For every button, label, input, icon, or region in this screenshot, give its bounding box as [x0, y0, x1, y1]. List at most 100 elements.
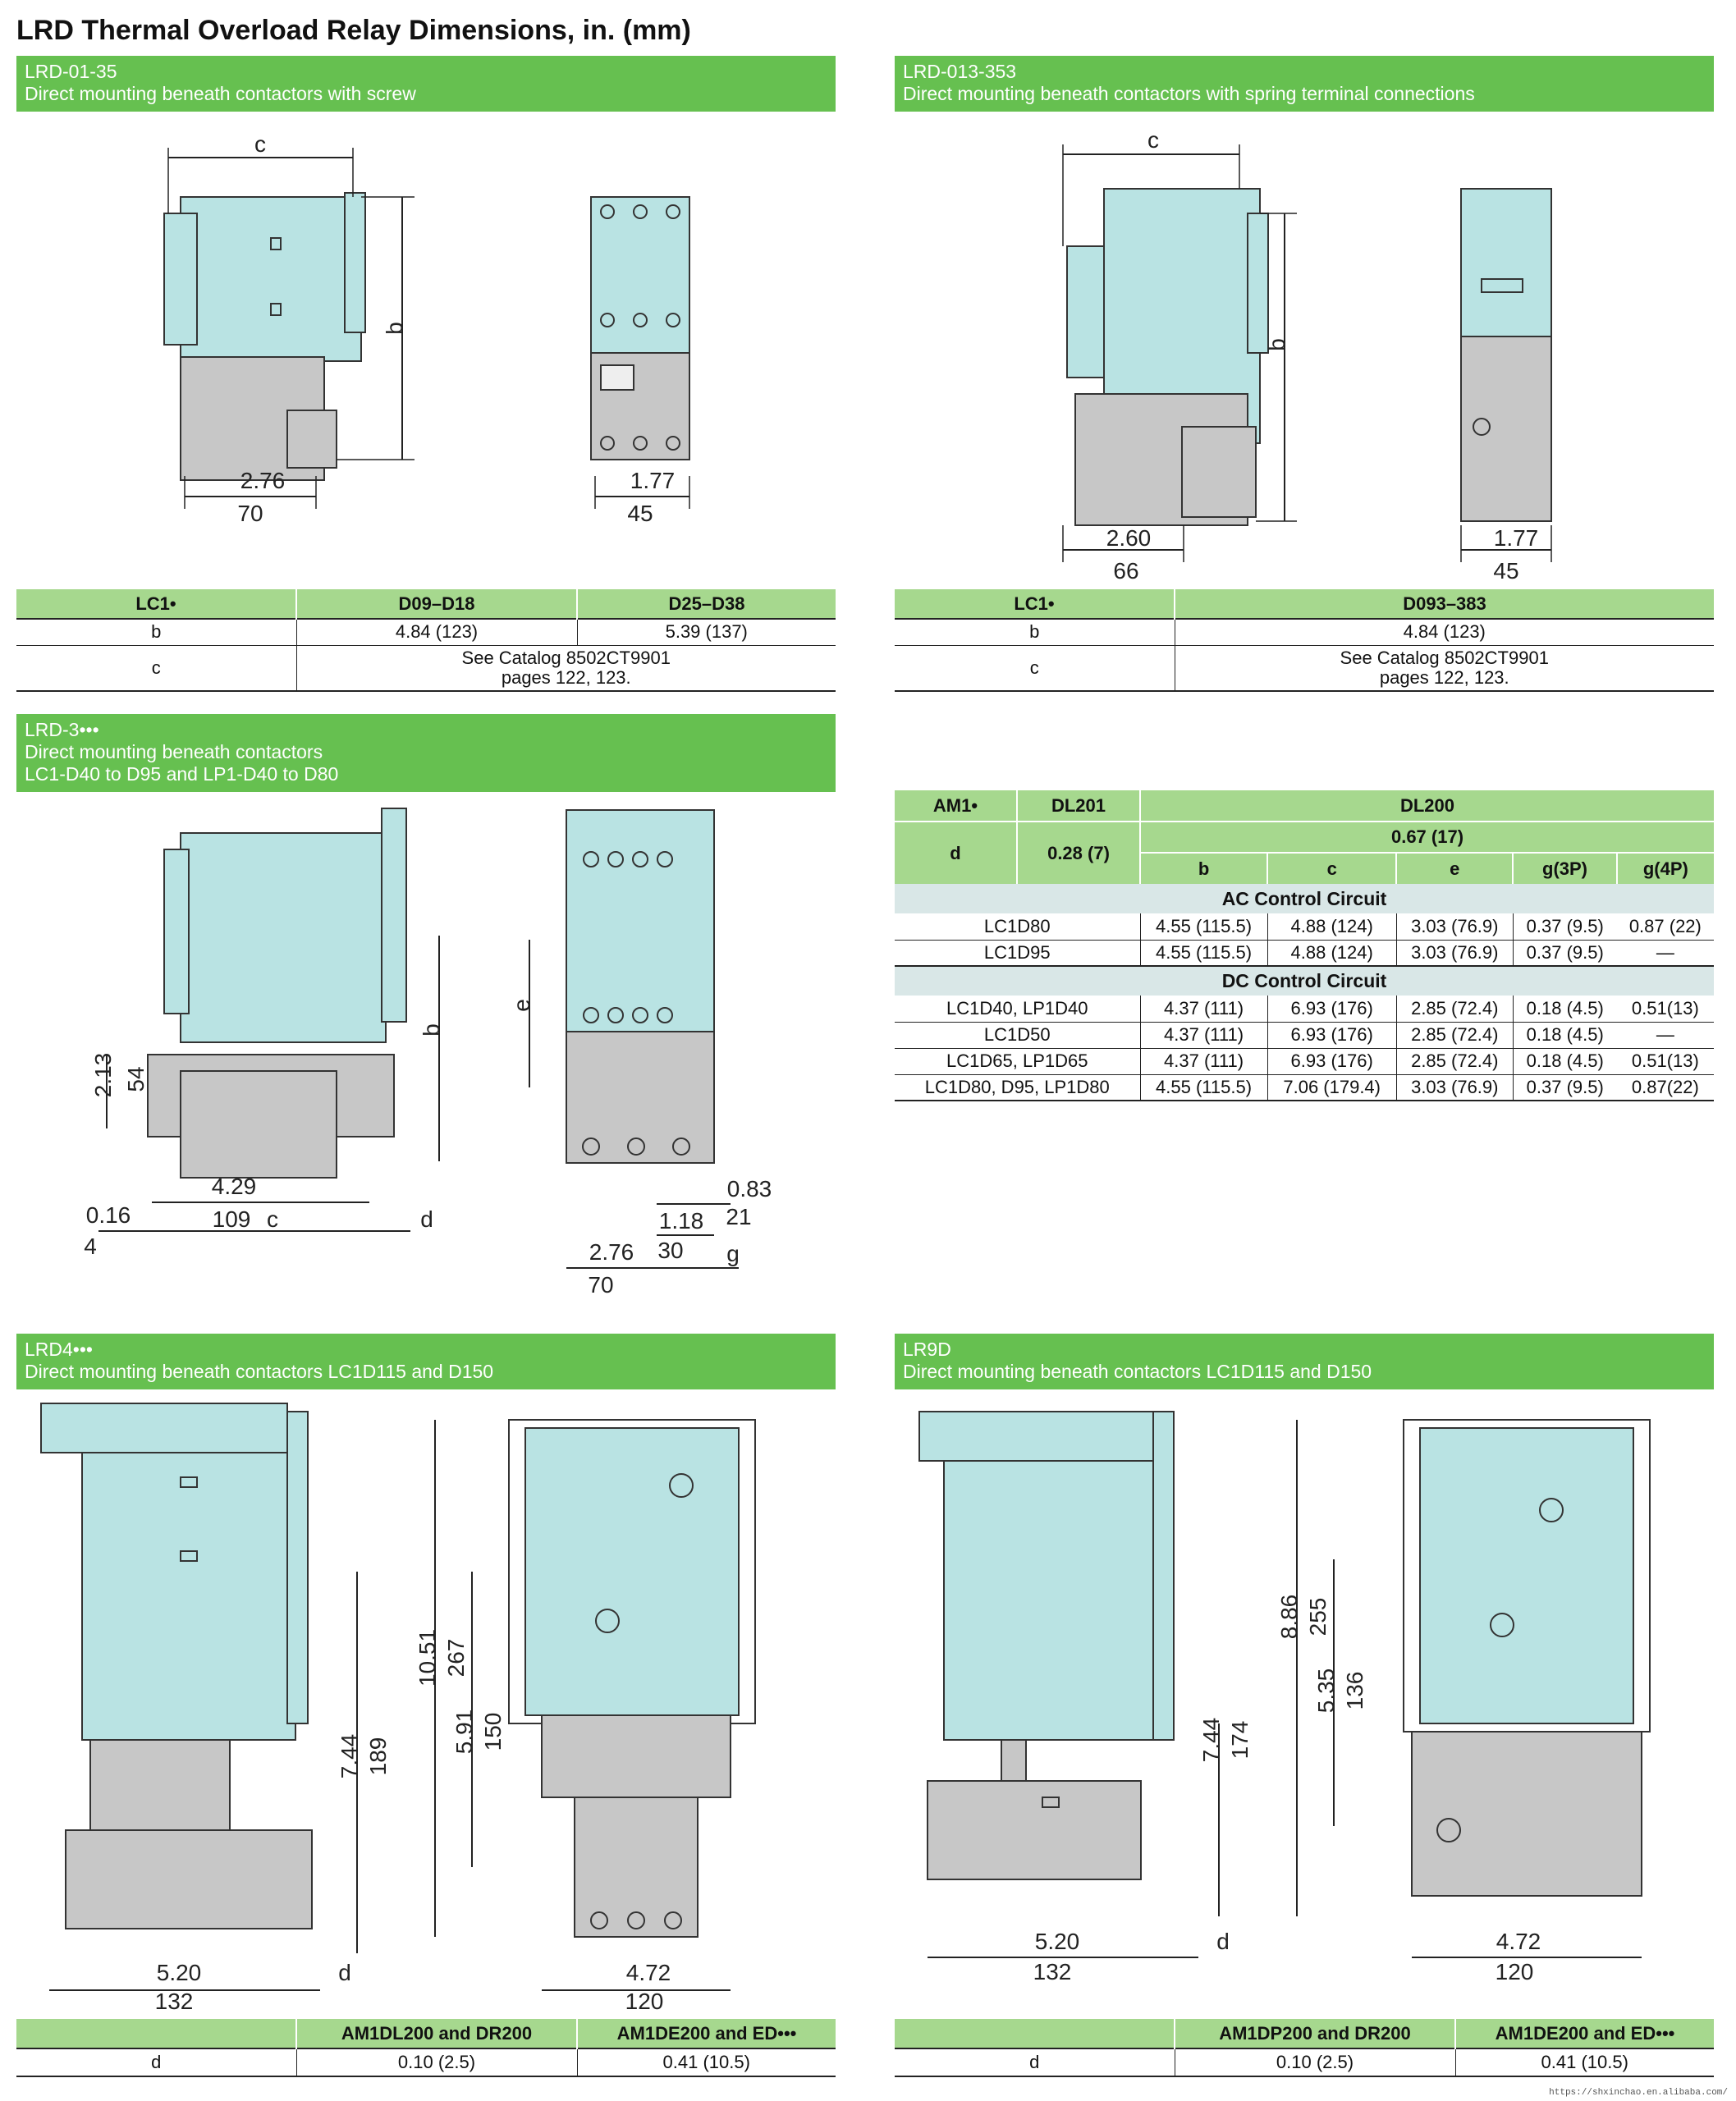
lrd-3-drawing: 2.13 54 b 4.29 109 c d 0.16 4 e 0.83 21 … [84, 808, 772, 1298]
table-cell: 5.39 (137) [665, 621, 748, 643]
table-cell: 0.41 (10.5) [1541, 2052, 1628, 2072]
table-cell: 0.37 (9.5) [1512, 940, 1617, 966]
front-width-mm: 45 [627, 501, 653, 526]
col-header: D09–D18 [296, 589, 578, 619]
dim-width-in: 5.20 [157, 1960, 202, 1985]
catalog-note-line2: pages 122, 123. [1379, 666, 1509, 688]
dim-h1-mm: 255 [1305, 1598, 1331, 1636]
col-header [16, 2019, 297, 2048]
section-header-lrd4: LRD4••• Direct mounting beneath contacto… [16, 1334, 836, 1389]
row-name: LC1D50 [983, 1024, 1051, 1045]
table-cell: 4.55 (115.5) [1139, 1074, 1268, 1101]
table-cell: 4.84 (123) [1403, 621, 1486, 643]
table-cell: 0.67 (17) [1140, 822, 1714, 854]
dim-h2-mm: 136 [1342, 1672, 1367, 1710]
table-cell: 0.10 (2.5) [296, 2048, 578, 2076]
row-label: d [895, 2048, 1175, 2076]
dc-circuit-label: DC Control Circuit [1221, 970, 1387, 991]
table-cell: 0.87 (22) [1628, 915, 1702, 936]
table-cell: 7.06 (179.4) [1267, 1074, 1397, 1101]
am1-dimensions-table: AM1• DL201 DL200 d 0.28 (7) 0.67 (17) b … [895, 790, 1714, 1101]
table-cell: 2.85 (72.4) [1395, 1022, 1514, 1048]
dim-width-in: 4.29 [212, 1174, 257, 1199]
table-cell: 4.55 (115.5) [1139, 913, 1268, 940]
dim-height-mm: 54 [123, 1066, 149, 1092]
dim-d-label: d [420, 1206, 433, 1232]
table-cell: 6.93 (176) [1267, 996, 1397, 1022]
table-cell: 4.84 (123) [296, 619, 578, 645]
table-cell: 0.18 (4.5) [1512, 996, 1617, 1022]
dim-h3-in: 7.44 [337, 1734, 362, 1779]
front-width-mm: 70 [588, 1272, 613, 1298]
table-cell: 3.03 (76.9) [1395, 913, 1514, 940]
dim-h3-in: 7.44 [1198, 1718, 1224, 1763]
lrd-013-353-drawing: c b 2.60 66 1.77 45 [1062, 127, 1552, 584]
dim-h1-mm: 267 [443, 1639, 469, 1678]
dim-m2-in: 0.83 [727, 1176, 772, 1202]
table-cell: 0.28 (7) [1017, 822, 1141, 884]
dim-m1-in: 1.18 [659, 1208, 704, 1234]
table-cell: 2.85 (72.4) [1395, 1048, 1514, 1074]
sub-header: c [1267, 853, 1398, 884]
table-cell: — [1656, 1024, 1674, 1045]
front-width-mm: 45 [1493, 558, 1518, 584]
section-description-2: LC1-D40 to D95 and LP1-D40 to D80 [25, 763, 339, 785]
sub-header: e [1396, 853, 1514, 884]
dim-d-label: d [338, 1960, 351, 1985]
row-label: d [895, 822, 1018, 884]
dim-m1-mm: 30 [657, 1238, 683, 1263]
row-name: LC1D80 [983, 915, 1051, 936]
row-name: LC1D40, LP1D40 [946, 997, 1088, 1018]
front-width-in: 4.72 [1496, 1929, 1541, 1954]
section-description: Direct mounting beneath contactors with … [903, 83, 1475, 104]
table-cell: 4.37 (111) [1139, 1022, 1268, 1048]
page-title: LRD Thermal Overload Relay Dimensions, i… [16, 15, 691, 46]
lrd4-drawing: 7.44 189 5.20 132 d 10.51 267 5.91 150 4… [40, 1403, 756, 2014]
lrd-013-353-table: LC1• D093–383 b 4.84 (123) c See Catalog… [895, 589, 1714, 692]
table-cell: 0.87(22) [1631, 1076, 1699, 1097]
row-name: LC1D80, D95, LP1D80 [924, 1076, 1110, 1097]
dim-width-in: 2.76 [240, 468, 286, 493]
dim-width-mm: 132 [155, 1989, 194, 2014]
dim-b-label: b [419, 1023, 444, 1037]
section-model: LR9D [903, 1339, 951, 1360]
dim-b-label: b [1264, 338, 1289, 351]
dim-offset-mm: 4 [84, 1234, 97, 1259]
sub-header: g(4P) [1616, 853, 1714, 884]
table-cell: 0.18 (4.5) [1512, 1022, 1617, 1048]
table-cell: 3.03 (76.9) [1395, 940, 1514, 966]
front-width-in: 1.77 [1494, 525, 1539, 551]
row-label: c [16, 645, 297, 691]
dim-h1-in: 8.86 [1276, 1595, 1302, 1640]
dim-d-label: d [1216, 1929, 1230, 1954]
lrd-01-35-drawing: c b 2.76 70 1.77 45 [163, 131, 690, 526]
front-width-in: 1.77 [630, 468, 676, 493]
col-header: DL201 [1017, 790, 1141, 822]
row-label: c [895, 645, 1175, 691]
table-cell: 4.55 (115.5) [1139, 940, 1268, 966]
dim-e-label: e [509, 999, 534, 1012]
table-cell: 0.37 (9.5) [1512, 1074, 1617, 1101]
dim-c-label: c [267, 1206, 278, 1232]
section-model: LRD4••• [25, 1339, 93, 1360]
col-header: D093–383 [1175, 589, 1714, 619]
dim-width-mm: 109 [213, 1206, 251, 1232]
row-name: LC1D65, LP1D65 [946, 1050, 1088, 1071]
dim-h1-in: 10.51 [415, 1629, 440, 1687]
col-header: LC1• [16, 589, 297, 619]
lr9d-table: AM1DP200 and DR200 AM1DE200 and ED••• d … [895, 2019, 1714, 2077]
section-description: Direct mounting beneath contactors LC1D1… [25, 1361, 494, 1382]
front-width-mm: 120 [625, 1989, 664, 2014]
table-cell: 3.03 (76.9) [1395, 1074, 1514, 1101]
table-cell: 4.37 (111) [1139, 996, 1268, 1022]
front-width-in: 4.72 [626, 1960, 671, 1985]
col-header: DL200 [1140, 790, 1714, 822]
ac-circuit-label: AC Control Circuit [1221, 887, 1387, 909]
section-description: Direct mounting beneath contactors [25, 741, 323, 762]
sub-header: g(3P) [1513, 853, 1618, 884]
table-cell: 0.41 (10.5) [662, 2052, 750, 2072]
section-header-lrd-3: LRD-3••• Direct mounting beneath contact… [16, 714, 836, 792]
section-header-lrd-01-35: LRD-01-35 Direct mounting beneath contac… [16, 56, 836, 112]
dim-b-label: b [382, 322, 407, 335]
dim-width-mm: 132 [1033, 1959, 1072, 1984]
